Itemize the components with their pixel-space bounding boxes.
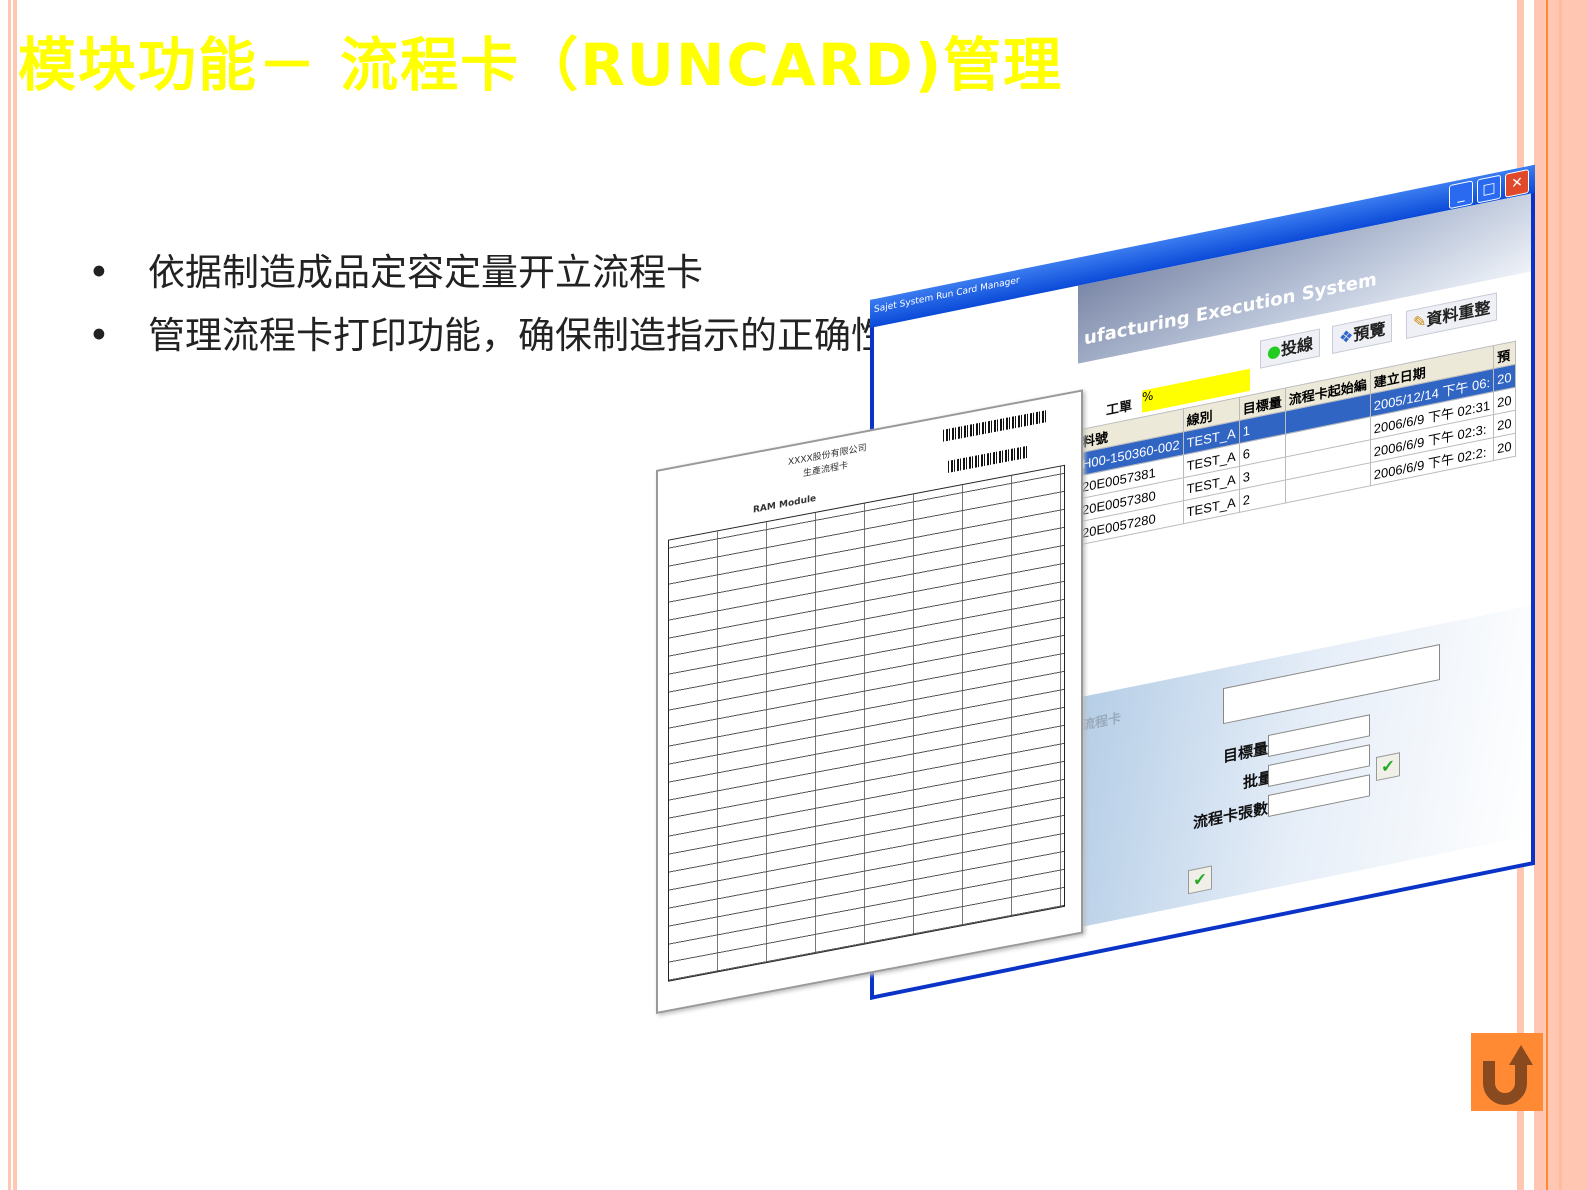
- left-border-stripe: [8, 0, 11, 1190]
- preview-icon: ❖: [1339, 325, 1354, 348]
- right-border-shade: [1559, 0, 1562, 1190]
- check-icon: ✔: [1376, 752, 1400, 782]
- bullet-item: •依据制造成品定容定量开立流程卡: [88, 251, 703, 294]
- left-border-stripe: [13, 0, 17, 1190]
- bullet-item: •管理流程卡打印功能，确保制造指示的正确性: [88, 314, 888, 357]
- slide-title: 模块功能－ 流程卡（RUNCARD)管理: [18, 31, 1064, 99]
- check-icon: ✔: [1188, 865, 1212, 895]
- right-border-line: [1546, 0, 1548, 1190]
- runcard-printout: XXXX股份有限公司 生產流程卡 RAM Module: [656, 389, 1083, 1014]
- back-button[interactable]: [1471, 1033, 1543, 1111]
- refresh-icon: ✎: [1413, 310, 1427, 333]
- green-dot-icon: ●: [1267, 340, 1281, 363]
- return-arrow-icon: [1483, 1045, 1533, 1105]
